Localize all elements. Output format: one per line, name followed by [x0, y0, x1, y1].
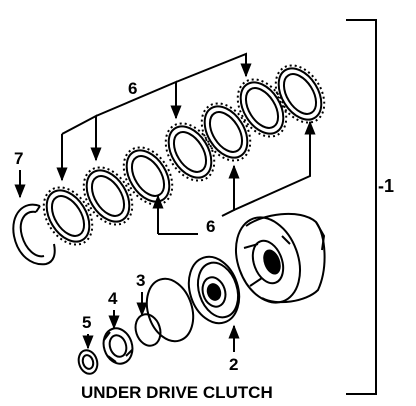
assembly-bracket — [346, 19, 377, 395]
clutch-plate-5 — [200, 102, 252, 162]
callout-6-top-leaders — [56, 52, 252, 182]
callout-1: -1 — [378, 176, 394, 196]
clutch-retainer — [235, 212, 326, 304]
callout-2: 2 — [229, 355, 238, 374]
clutch-plate-4 — [164, 122, 216, 182]
clutch-plate-7 — [274, 64, 326, 124]
return-spring — [102, 327, 134, 365]
callout-6-bottom: 6 — [206, 217, 215, 236]
callout-5: 5 — [82, 313, 91, 332]
snap-ring — [12, 203, 56, 266]
callout-6-top: 6 — [128, 79, 137, 98]
clutch-plate-1 — [42, 186, 94, 246]
piston — [187, 255, 241, 325]
callout-4: 4 — [108, 289, 118, 308]
callout-6-bottom-leaders — [152, 120, 316, 235]
callout-3: 3 — [136, 271, 145, 290]
callout-7: 7 — [14, 149, 23, 168]
clutch-plate-2 — [82, 166, 134, 226]
retaining-ring — [77, 349, 99, 375]
diagram-caption: UNDER DRIVE CLUTCH — [81, 383, 273, 402]
clutch-plates — [42, 64, 326, 246]
clutch-plate-6 — [236, 78, 288, 138]
